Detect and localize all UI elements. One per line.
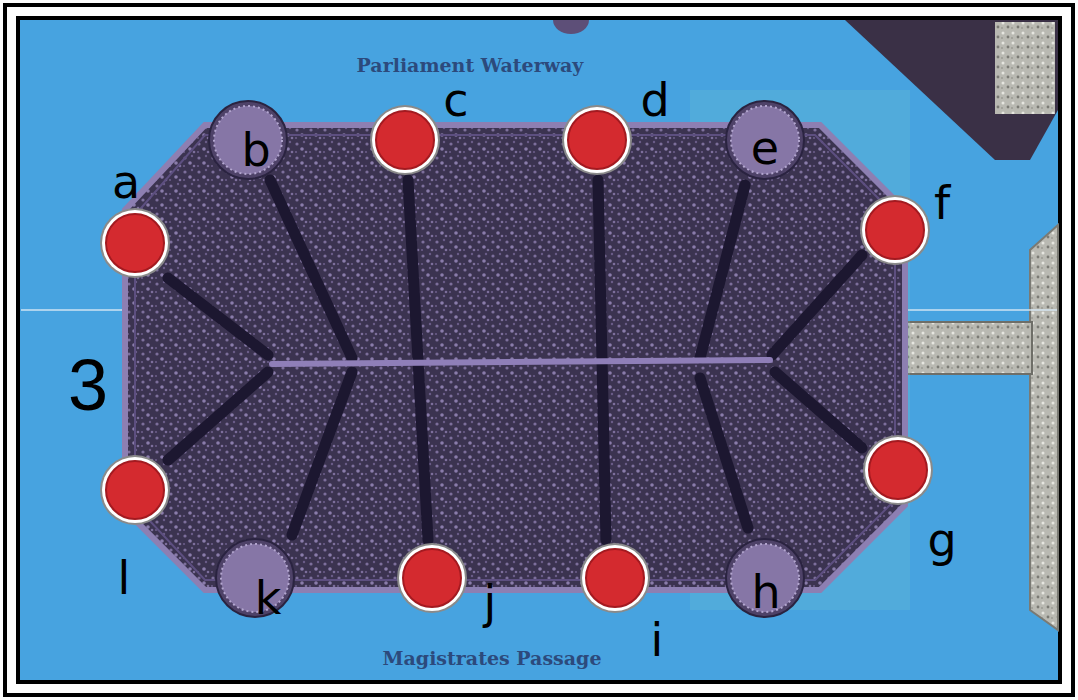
- space-shadow: [397, 543, 467, 613]
- plain-space: h: [725, 538, 805, 618]
- plank-line: [775, 372, 862, 448]
- plain-space: k: [215, 538, 295, 618]
- waterway-name: Magistrates Passage: [383, 649, 602, 668]
- space-disc: [731, 106, 799, 174]
- space-letter: j: [484, 579, 497, 625]
- space-shadow: [562, 105, 632, 175]
- space-letter: l: [118, 555, 131, 601]
- red-disc: [106, 461, 164, 519]
- space-letter: b: [241, 127, 270, 173]
- red-space: a: [99, 207, 171, 279]
- red-disc: [869, 441, 927, 499]
- outer-frame: [5, 5, 1073, 695]
- top-platform-edge: [553, 20, 589, 34]
- space-letter: a: [112, 159, 140, 205]
- red-disc: [376, 111, 434, 169]
- space-outline: [99, 207, 171, 279]
- space-ring: [399, 545, 465, 611]
- space-outline: [862, 434, 934, 506]
- space-outline: [99, 454, 171, 526]
- space-letter: i: [651, 617, 664, 663]
- plank-line: [700, 185, 745, 358]
- space-rim: [726, 539, 804, 617]
- space-outline: [369, 104, 441, 176]
- space-letter: g: [927, 517, 956, 563]
- space-letter: k: [255, 575, 282, 621]
- red-disc: [866, 201, 924, 259]
- plank-line: [772, 255, 862, 355]
- platform-rim: [135, 135, 895, 580]
- space-shadow: [100, 455, 170, 525]
- space-letter: f: [934, 180, 950, 226]
- space-letter: d: [640, 77, 669, 123]
- red-space: j: [396, 542, 468, 614]
- red-space: i: [579, 542, 651, 614]
- space-ring: [102, 210, 168, 276]
- red-disc: [568, 111, 626, 169]
- space-outline: [561, 104, 633, 176]
- red-space: g: [862, 434, 934, 506]
- red-disc: [586, 549, 644, 607]
- space-outline: [859, 194, 931, 266]
- waterway-name: Parliament Waterway: [357, 56, 584, 75]
- red-space: d: [561, 104, 633, 176]
- space-ring: [865, 437, 931, 503]
- red-disc: [106, 214, 164, 272]
- space-letter: h: [751, 569, 780, 615]
- space-rim: [209, 101, 287, 179]
- space-ring: [564, 107, 630, 173]
- space-rim: [726, 101, 804, 179]
- space-ring: [582, 545, 648, 611]
- red-space: l: [99, 454, 171, 526]
- space-shadow: [370, 105, 440, 175]
- space-letter: c: [443, 77, 468, 123]
- red-space: f: [859, 194, 931, 266]
- plain-space: e: [725, 100, 805, 180]
- stone-bridge: [900, 322, 1032, 374]
- space-shadow: [863, 435, 933, 505]
- plank-line: [292, 372, 352, 535]
- plank-line: [270, 180, 352, 358]
- red-disc: [403, 549, 461, 607]
- red-space: c: [369, 104, 441, 176]
- space-shadow: [860, 195, 930, 265]
- platform: [125, 125, 905, 590]
- stone-patch: [995, 22, 1055, 114]
- space-letter: e: [751, 125, 779, 171]
- bridge-lines: [168, 180, 862, 540]
- stone-quay: [1030, 225, 1058, 630]
- plain-space: b: [208, 100, 288, 180]
- space-ring: [862, 197, 928, 263]
- space-ring: [102, 457, 168, 523]
- plank-line: [168, 372, 268, 460]
- space-shadow: [580, 543, 650, 613]
- space-ring: [372, 107, 438, 173]
- space-disc: [214, 106, 282, 174]
- tile-number: 3: [68, 349, 108, 421]
- water-ground: [18, 18, 1060, 682]
- space-shadow: [100, 208, 170, 278]
- plank-line: [700, 378, 748, 528]
- central-walk: [272, 360, 770, 364]
- space-outline: [579, 542, 651, 614]
- space-outline: [396, 542, 468, 614]
- plank-line: [168, 278, 268, 355]
